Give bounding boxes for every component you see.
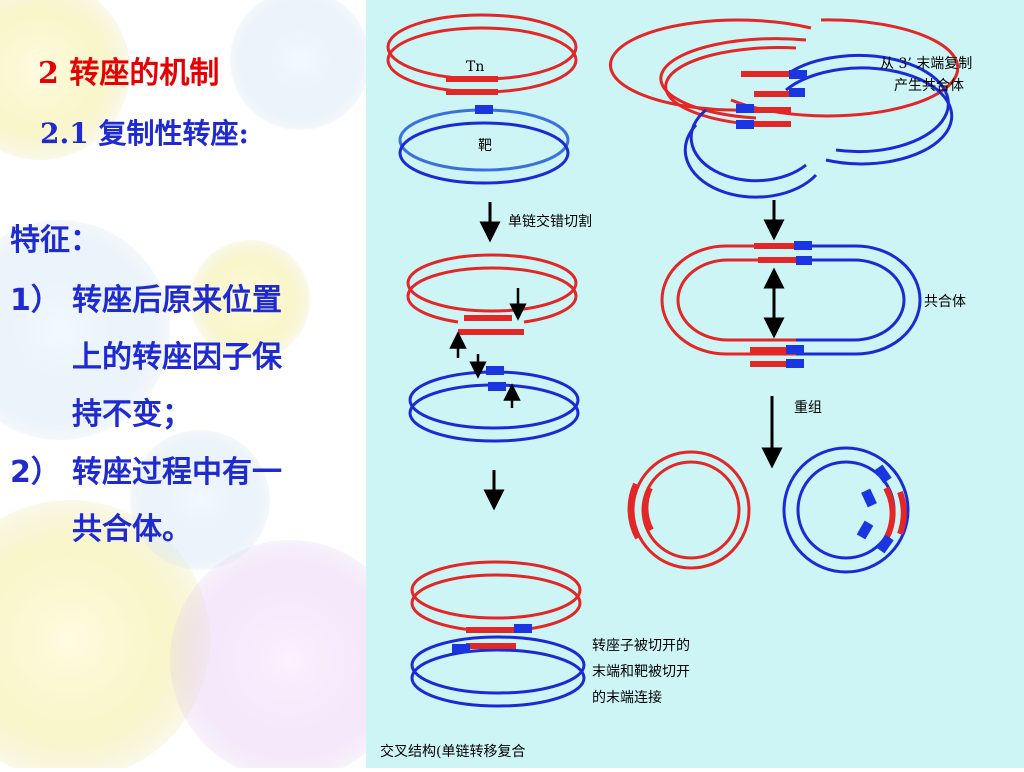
target-plasmid-outer [398, 121, 570, 185]
product-tn-segment [627, 482, 654, 540]
cointegrate-segments [750, 241, 812, 368]
item-1-line-3: 持不变； [72, 397, 192, 432]
item-1-line-1: 转座后原来位置 [72, 283, 282, 318]
item-2-number: 2） [10, 455, 61, 490]
bottom-label: 交叉结构(单链转移复合 [380, 744, 526, 760]
cointegrate-label: 共合体 [924, 294, 966, 310]
slide-subtitle: 2.1 复制性转座: [40, 117, 249, 150]
cut-target-site-1 [486, 366, 504, 375]
crossing-structure-blue [410, 635, 586, 708]
tn-label: Tn [466, 59, 484, 75]
target-site-mark [475, 105, 493, 114]
replicating-segments [736, 70, 807, 129]
replicate-label-line2: 产生共合体 [894, 78, 964, 94]
joining-label-line3: 的末端连接 [592, 690, 662, 706]
step1-label: 单链交错切割 [508, 214, 592, 230]
replicative-transposition-diagram: Tn 靶 [386, 13, 960, 708]
replicating-structure-blue [683, 54, 954, 199]
cointegrate-red [660, 244, 796, 356]
target-label: 靶 [478, 138, 492, 154]
recombination-label: 重组 [794, 400, 822, 416]
cut-tn-plasmid [406, 253, 578, 324]
crossing-segments [452, 624, 532, 653]
replicate-label-line1: 从 3’ 末端复制 [880, 56, 973, 72]
cointegrate-blue [796, 244, 922, 356]
product-target-segment [856, 464, 907, 554]
item-2-line-2: 共合体。 [72, 512, 192, 547]
joining-label-line1: 转座子被切开的 [592, 638, 690, 654]
tn-segment [446, 76, 498, 95]
joining-label-line2: 末端和靶被切开 [592, 664, 690, 680]
cut-tn-segment [458, 315, 524, 335]
product-target-plasmid [782, 446, 910, 574]
features-heading: 特征： [10, 223, 100, 258]
product-tn-plasmid [631, 450, 751, 570]
item-2-line-1: 转座过程中有一 [72, 455, 282, 490]
slide-title: 2 转座的机制 [38, 56, 220, 91]
slide-text-panel: 2 转座的机制 2.1 复制性转座: 特征： 1） 转座后原来位置 上的转座因子… [0, 0, 366, 768]
crossing-structure-red [410, 560, 582, 633]
transposition-diagram-panel: Tn 靶 [366, 0, 1024, 768]
item-1-number: 1） [10, 283, 61, 318]
cut-target-site-2 [488, 382, 506, 391]
item-1-line-2: 上的转座因子保 [72, 340, 282, 375]
